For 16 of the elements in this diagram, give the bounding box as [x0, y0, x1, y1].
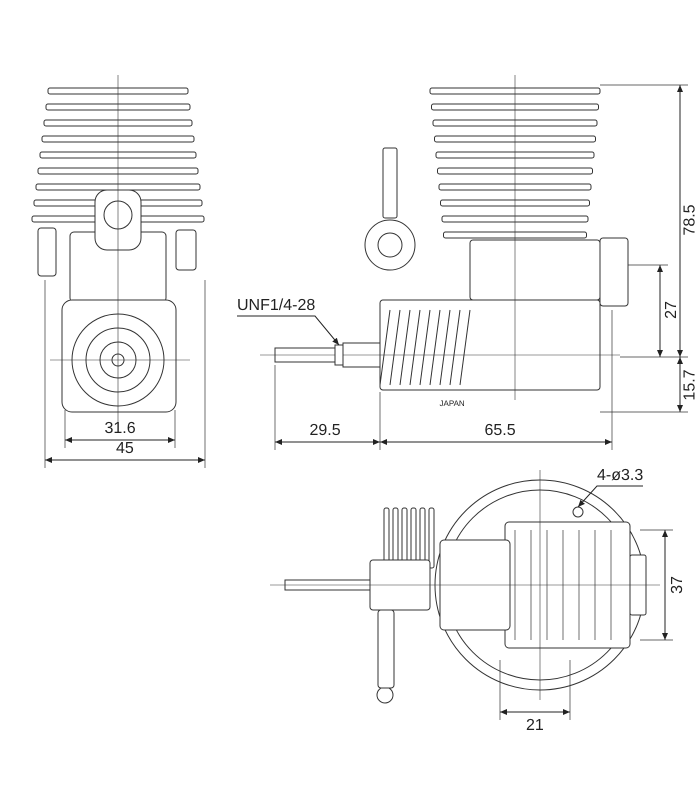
callout-text: UNF1/4-28 — [237, 297, 316, 315]
dimension-value: 21 — [526, 717, 544, 735]
dimension-value: 31.6 — [104, 420, 136, 438]
dimension-value: 27 — [662, 301, 681, 319]
mounting-hole — [572, 506, 584, 518]
shaft-thread — [334, 344, 344, 366]
dimension-value: 37 — [668, 576, 687, 594]
leader-line — [578, 486, 644, 508]
dimension-value: 15.7 — [681, 369, 700, 401]
dimension-value: 29.5 — [310, 422, 341, 440]
dimension-value: 78.5 — [681, 204, 700, 236]
callout-text: 4-ø3.3 — [597, 467, 644, 485]
dimension-value: 45 — [116, 440, 134, 458]
leader-line — [236, 316, 340, 346]
dimension-value: 65.5 — [484, 422, 516, 440]
engraved-text: JAPAN — [440, 398, 465, 410]
